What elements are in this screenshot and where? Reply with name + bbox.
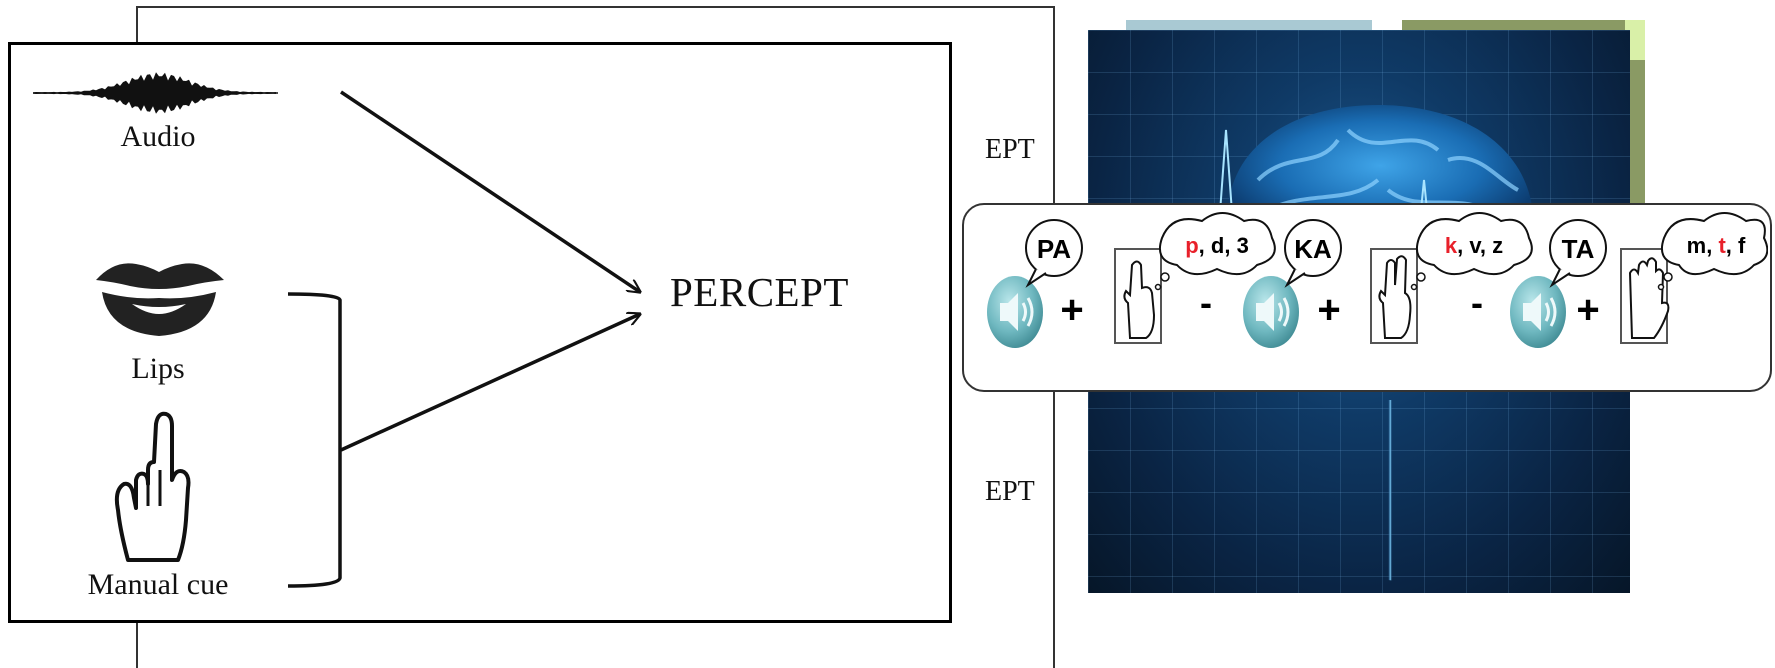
consonant: z [1492,233,1503,258]
consonant: v [1469,233,1482,258]
two-finger-hand-icon [1370,248,1418,344]
lips-label: Lips [131,352,185,385]
syllable-label: TA [1562,234,1595,264]
speaker-icon [1510,276,1566,348]
plus-sign: + [1060,288,1083,332]
consonant-list: k, v, z [1445,233,1503,258]
consonant-list: m, t, f [1687,233,1746,258]
decorative-corner-lime [1625,20,1645,60]
thought-cloud-icon [1154,212,1276,291]
manual-cue-label: Manual cue [87,568,229,601]
open-hand-icon [1620,248,1670,344]
speech-bubble-icon [1025,219,1083,288]
audio-label: Audio [120,120,196,153]
consonant: d [1211,233,1224,258]
pointing-hand-icon [114,411,191,562]
index-finger-hand-icon [1114,248,1162,344]
consonant-highlighted: t [1718,233,1726,258]
background-percept-fragment-top: EPT [985,134,1035,165]
thought-cloud-icon [1657,212,1768,291]
consonant: f [1738,233,1746,258]
thought-cloud-icon [1410,212,1533,291]
visual-cues-bracket [287,292,342,588]
audio-waveform-icon [33,72,278,114]
minus-sign: - [1200,282,1212,323]
speaker-icon [987,276,1043,348]
consonant-highlighted: k [1445,233,1458,258]
cued-speech-sequence: PA + p, d, 3 - KA + [987,212,1768,348]
connector-arrows [287,90,960,588]
percept-label: PERCEPT [670,269,849,315]
plus-sign: + [1576,288,1599,332]
lips-icon [96,263,224,336]
audio-arrow [340,90,640,292]
syllable-ka: KA + k, v, z - [1243,212,1533,348]
syllable-label: KA [1294,234,1332,264]
syllable-ta: TA + m, t, f [1510,212,1768,348]
minus-sign: - [1471,282,1483,323]
consonant-highlighted: p [1185,233,1198,258]
syllable-label: PA [1037,234,1071,264]
consonant: m [1687,233,1707,258]
visual-arrow [340,314,640,452]
speech-bubble-icon [1549,219,1607,288]
plus-sign: + [1317,288,1340,332]
speech-bubble-icon [1284,219,1342,288]
speaker-icon [1243,276,1299,348]
background-percept-fragment-bottom: EPT [985,476,1035,507]
syllable-pa: PA + p, d, 3 - [987,212,1276,348]
consonant-list: p, d, 3 [1185,233,1249,258]
consonant: 3 [1237,233,1249,258]
